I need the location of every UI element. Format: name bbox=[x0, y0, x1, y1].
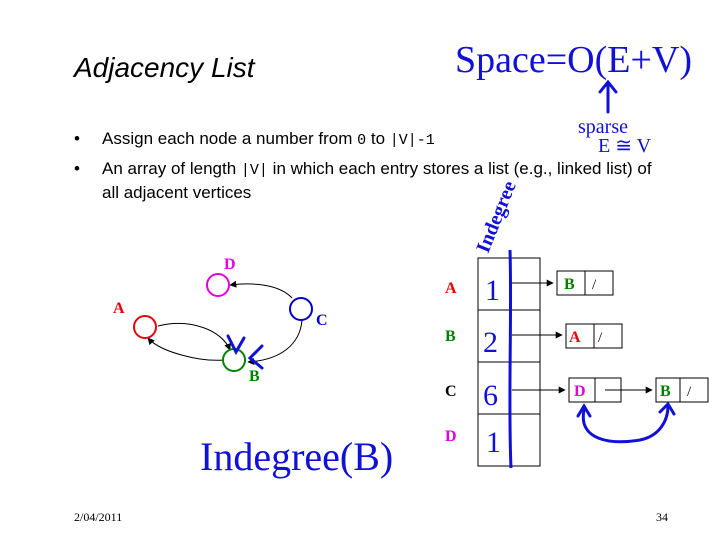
node-label-d: D bbox=[224, 256, 236, 273]
list-a-node: B bbox=[564, 276, 575, 293]
footer-page-number: 34 bbox=[656, 510, 668, 524]
bullet-text: to bbox=[366, 129, 390, 148]
edge-c-to-b bbox=[247, 319, 303, 366]
node-d bbox=[206, 273, 230, 297]
graph-nodes: A B C D bbox=[113, 256, 328, 385]
list-c-null: / bbox=[687, 384, 692, 400]
sparse-approx: E ≅ V bbox=[598, 135, 652, 157]
node-label-b: B bbox=[249, 368, 260, 385]
list-pointers bbox=[512, 279, 653, 394]
indegree-value-d: 1 bbox=[486, 426, 501, 459]
bullet-item: • An array of length |V| in which each e… bbox=[74, 158, 654, 204]
array-row-labels: A B C D bbox=[445, 280, 457, 445]
bullet-dot: • bbox=[74, 129, 80, 148]
indegree-value-b: 2 bbox=[483, 326, 498, 359]
indegree-column-label: Indegree bbox=[472, 178, 521, 256]
graph-edges bbox=[147, 280, 303, 366]
space-complexity: Space=O(E+V) bbox=[455, 39, 692, 81]
list-c-node-1: D bbox=[574, 383, 586, 400]
ink-up-arrow bbox=[598, 79, 618, 114]
ink-b-marks bbox=[226, 334, 264, 370]
list-c-node-2: B bbox=[660, 383, 671, 400]
node-a bbox=[133, 315, 157, 339]
bullet-text: An array of length bbox=[102, 159, 241, 178]
array-label-b: B bbox=[445, 328, 456, 345]
array-label-c: C bbox=[445, 383, 457, 400]
sparse-note: sparse bbox=[578, 116, 628, 138]
ink-curved-arrow bbox=[581, 404, 670, 444]
bullet-list: • Assign each node a number from 0 to |V… bbox=[74, 128, 654, 210]
bullet-text: in which each entry stores a list (e.g.,… bbox=[102, 159, 652, 202]
list-b-node: A bbox=[569, 329, 581, 346]
node-label-a: A bbox=[113, 300, 125, 317]
edge-b-to-a bbox=[147, 337, 225, 361]
array-label-a: A bbox=[445, 280, 457, 297]
bullet-code: |V| bbox=[240, 162, 268, 179]
bullet-text: Assign each node a number from bbox=[102, 129, 358, 148]
bullet-item: • Assign each node a number from 0 to |V… bbox=[74, 128, 654, 152]
node-b bbox=[222, 348, 246, 372]
edge-c-to-d bbox=[229, 280, 293, 299]
list-a-null: / bbox=[592, 277, 597, 293]
node-label-c: C bbox=[316, 312, 328, 329]
bullet-code: |V|-1 bbox=[389, 132, 435, 149]
ink-annotations: 1 2 6 1 Indegree Space=O(E+V) sparse E ≅… bbox=[200, 39, 692, 479]
indegree-value-c: 6 bbox=[483, 379, 498, 412]
list-b-null: / bbox=[598, 330, 603, 346]
edge-a-to-b bbox=[157, 323, 231, 351]
bullet-dot: • bbox=[74, 159, 80, 178]
indegree-b-note: Indegree(B) bbox=[200, 434, 393, 479]
bullet-code: 0 bbox=[357, 132, 367, 149]
slide-title: Adjacency List bbox=[74, 52, 255, 83]
indegree-divider bbox=[508, 249, 513, 469]
indegree-value-a: 1 bbox=[485, 274, 500, 307]
node-c bbox=[289, 297, 313, 321]
array-label-d: D bbox=[445, 428, 457, 445]
list-nodes: B / A / D B / bbox=[556, 270, 709, 403]
footer-date: 2/04/2011 bbox=[74, 510, 123, 524]
